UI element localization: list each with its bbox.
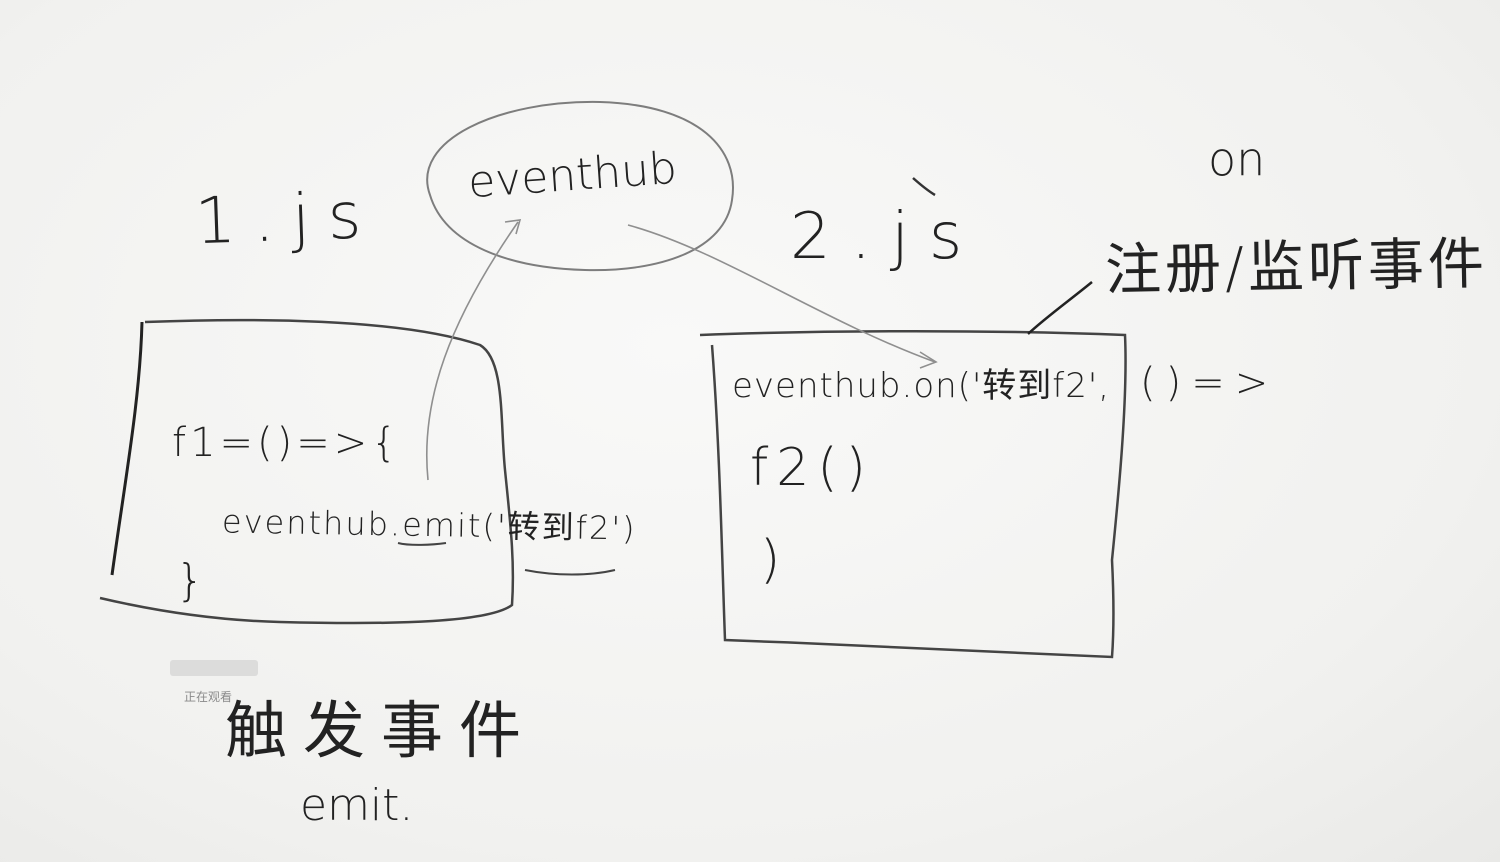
register-pointer [1027, 281, 1093, 335]
file2-code-line-1-tail: ()=> [1140, 360, 1279, 406]
file1-label: 1.js [193, 178, 381, 260]
emit-arrow [425, 221, 519, 481]
file2-label: 2.js [790, 200, 983, 274]
watching-overlay: 正在观看 [184, 690, 233, 704]
on-label: on [1208, 132, 1266, 186]
trigger-label: 触发事件 [225, 694, 538, 767]
on-arrow [627, 224, 936, 363]
file1-box [99, 318, 515, 625]
file1-code-line-1: f1=()=>{ [172, 420, 401, 466]
file2-code-line-1: eventhub.on('转到f2', [732, 366, 1111, 406]
file1-code-line-2: eventhub.emit('转到f2') [221, 502, 637, 548]
blurred-username [170, 660, 258, 676]
emit-underline [397, 542, 447, 546]
eventhub-ellipse [426, 100, 734, 272]
file2-code-line-3: ) [760, 530, 781, 590]
register-label: 注册/监听事件 [1104, 231, 1489, 304]
file2-code-line-2: f2() [750, 438, 874, 498]
tick-mark [912, 177, 936, 197]
event-underline [524, 569, 616, 576]
emit-label: emit. [300, 780, 414, 831]
file1-box-left [110, 321, 144, 576]
file1-code-line-3: } [176, 555, 204, 606]
file2-box [699, 330, 1127, 659]
